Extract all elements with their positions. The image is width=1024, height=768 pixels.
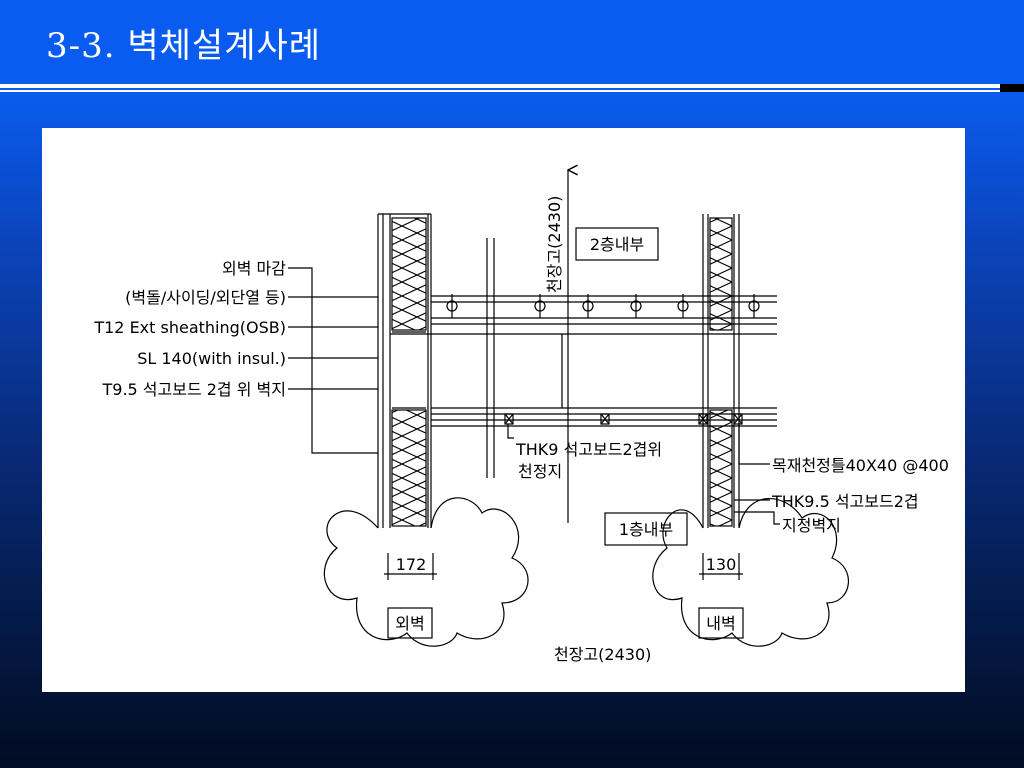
- label-ceiling-joist: 목재천정틀40X40 @400: [772, 456, 949, 475]
- diagram-panel: 외벽 마감 (벽돌/사이딩/외단열 등) T12 Ext sheathing(O…: [42, 128, 965, 692]
- interior-wall-section: [702, 214, 740, 528]
- interior-wall-box: [698, 607, 744, 639]
- interior-wall-cloud: [652, 498, 849, 647]
- anchor-bolts: [446, 294, 760, 318]
- interior-dimension: [699, 553, 743, 580]
- second-floor-box: [575, 227, 659, 261]
- label-interior-board-1: THK9.5 석고보드2겹: [771, 492, 919, 511]
- label-gypsum-exterior: T9.5 석고보드 2겹 위 벽지: [101, 380, 286, 399]
- label-ceiling-height-bottom: 천장고(2430): [554, 645, 651, 664]
- label-interior-board-2: 지정벽지: [782, 516, 841, 535]
- title-rule-thin: [0, 90, 1024, 92]
- label-exterior-wall: 외벽: [395, 614, 424, 633]
- exterior-dimension: [384, 553, 437, 580]
- dimension-interior: 130: [706, 555, 737, 574]
- label-ceiling-board-1: THK9 석고보드2겹위: [515, 440, 662, 459]
- first-floor-box: [604, 512, 688, 546]
- exterior-wall-section: [377, 213, 432, 528]
- label-ceiling-height-vertical: 천장고(2430): [545, 196, 564, 293]
- label-interior-wall: 내벽: [706, 614, 735, 633]
- label-exterior-finish: 외벽 마감: [222, 259, 286, 278]
- exterior-wall-cloud: [323, 497, 529, 647]
- slide-title: 3-3. 벽체설계사례: [46, 26, 322, 66]
- dimension-exterior: 172: [396, 555, 427, 574]
- title-rule-thick: [0, 84, 1024, 88]
- title-rule-end: [1000, 84, 1024, 92]
- label-finish-materials: (벽돌/사이딩/외단열 등): [125, 288, 286, 307]
- label-stud: SL 140(with insul.): [137, 349, 286, 368]
- wall-section-diagram: 외벽 마감 (벽돌/사이딩/외단열 등) T12 Ext sheathing(O…: [93, 128, 949, 664]
- label-sheathing: T12 Ext sheathing(OSB): [93, 318, 286, 337]
- label-second-floor: 2층내부: [590, 235, 644, 254]
- ceiling-joists: [504, 413, 743, 425]
- leader-lines: [288, 267, 780, 525]
- label-ceiling-board-2: 천정지: [518, 462, 562, 481]
- label-first-floor: 1층내부: [619, 520, 673, 539]
- exterior-wall-box: [387, 607, 433, 639]
